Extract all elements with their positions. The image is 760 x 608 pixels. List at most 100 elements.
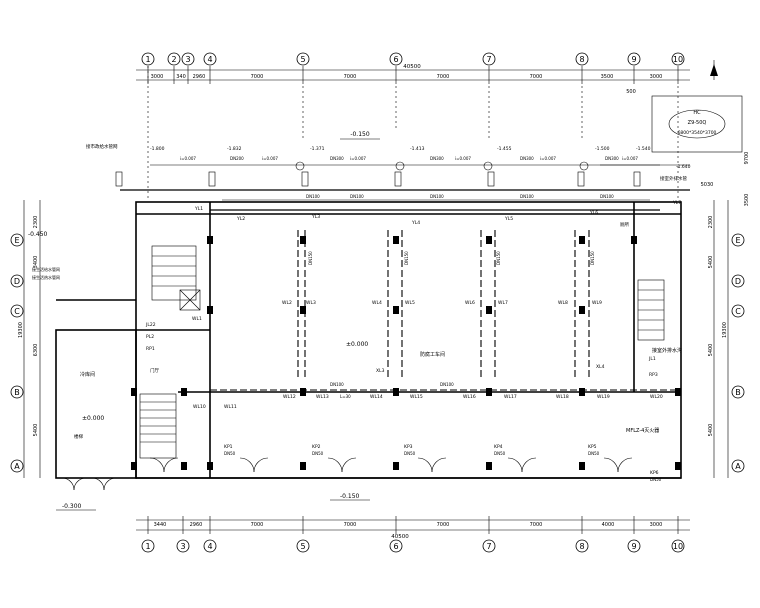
svg-text:-1.832: -1.832 bbox=[227, 146, 242, 152]
elevation-workshop: ±0.000 bbox=[346, 341, 368, 348]
svg-text:DN100: DN100 bbox=[520, 194, 534, 199]
svg-text:YL3: YL3 bbox=[311, 214, 320, 220]
svg-text:C: C bbox=[735, 307, 741, 316]
svg-text:9700: 9700 bbox=[744, 152, 750, 165]
outside-drain-label: 接室外排水沟 bbox=[652, 347, 682, 354]
svg-text:JL1: JL1 bbox=[648, 356, 656, 362]
elevation-top: -0.150 bbox=[350, 131, 370, 138]
svg-text:D: D bbox=[14, 277, 20, 286]
left-axis-bubbles: E D C B A 2300 3400 6300 5400 19300 bbox=[10, 200, 41, 478]
axis-bubble-bottom-8: 8 bbox=[575, 539, 589, 553]
svg-text:YL4: YL4 bbox=[411, 220, 420, 226]
axis-bubble-right-C: C bbox=[731, 304, 745, 318]
axis-bubble-left-E: E bbox=[10, 233, 24, 247]
svg-text:DN100: DN100 bbox=[430, 194, 444, 199]
svg-text:3000: 3000 bbox=[151, 74, 164, 80]
top-dimension-lines: 40500 3000 340 2960 7000 7000 7000 7000 … bbox=[136, 64, 690, 95]
svg-text:i=0.007: i=0.007 bbox=[455, 156, 471, 161]
svg-text:DN50: DN50 bbox=[494, 451, 506, 456]
svg-text:KP5: KP5 bbox=[588, 444, 597, 450]
axis-bubble-left-C: C bbox=[10, 304, 24, 318]
svg-text:DN100: DN100 bbox=[440, 382, 454, 387]
svg-text:7000: 7000 bbox=[530, 74, 543, 80]
axis-bubble-top-1: 1 bbox=[141, 52, 155, 66]
svg-text:WL9: WL9 bbox=[592, 300, 602, 306]
svg-text:DN50: DN50 bbox=[588, 451, 600, 456]
svg-text:WL16: WL16 bbox=[463, 394, 476, 400]
svg-text:L=30: L=30 bbox=[340, 394, 351, 399]
svg-text:DN300: DN300 bbox=[520, 156, 534, 161]
svg-text:3: 3 bbox=[185, 55, 190, 64]
axis-bubble-left-D: D bbox=[10, 274, 24, 288]
svg-text:3000: 3000 bbox=[650, 74, 663, 80]
svg-text:DN50: DN50 bbox=[224, 451, 236, 456]
svg-text:3500: 3500 bbox=[744, 194, 750, 207]
svg-text:DN300: DN300 bbox=[430, 156, 444, 161]
svg-text:RP3: RP3 bbox=[649, 372, 658, 378]
svg-text:DN300: DN300 bbox=[605, 156, 619, 161]
axis-bubble-top-4: 4 bbox=[203, 52, 217, 66]
svg-text:WL7: WL7 bbox=[498, 300, 508, 306]
svg-text:DN100: DN100 bbox=[330, 382, 344, 387]
svg-text:10: 10 bbox=[673, 55, 683, 64]
axis-bubble-bottom-5: 5 bbox=[296, 539, 310, 553]
svg-text:DN100: DN100 bbox=[600, 194, 614, 199]
svg-text:7000: 7000 bbox=[530, 522, 543, 528]
svg-text:JL22: JL22 bbox=[145, 322, 156, 328]
vertical-branch-pipes: DN150 DN150 DN150 DN150 bbox=[297, 230, 595, 380]
axis-bubble-bottom-10: 10 bbox=[671, 539, 685, 553]
svg-text:5: 5 bbox=[300, 542, 305, 551]
svg-text:7000: 7000 bbox=[344, 522, 357, 528]
svg-text:KP3: KP3 bbox=[404, 444, 413, 450]
svg-text:1: 1 bbox=[145, 55, 150, 64]
svg-text:A: A bbox=[735, 462, 741, 471]
svg-text:i=0.007: i=0.007 bbox=[540, 156, 556, 161]
svg-text:2300: 2300 bbox=[33, 216, 39, 229]
svg-text:2300: 2300 bbox=[708, 216, 714, 229]
svg-text:-1.413: -1.413 bbox=[410, 146, 425, 152]
svg-text:9: 9 bbox=[631, 542, 636, 551]
svg-text:5: 5 bbox=[300, 55, 305, 64]
axis-bubble-bottom-4: 4 bbox=[203, 539, 217, 553]
svg-text:楼梯: 楼梯 bbox=[74, 433, 83, 440]
svg-text:DN150: DN150 bbox=[404, 251, 409, 265]
svg-text:-1.455: -1.455 bbox=[497, 146, 512, 152]
svg-text:YL5: YL5 bbox=[504, 216, 513, 222]
axis-bubble-right-B: B bbox=[731, 385, 745, 399]
svg-text:DN50: DN50 bbox=[404, 451, 416, 456]
svg-text:3000: 3000 bbox=[650, 522, 663, 528]
bottom-total-dim: 40500 bbox=[391, 534, 409, 540]
svg-text:厕所: 厕所 bbox=[620, 221, 629, 228]
svg-text:D: D bbox=[735, 277, 741, 286]
svg-text:10: 10 bbox=[673, 542, 683, 551]
svg-text:XL3: XL3 bbox=[376, 368, 385, 374]
svg-text:WL3: WL3 bbox=[306, 300, 316, 306]
svg-text:5400: 5400 bbox=[708, 344, 714, 357]
svg-text:DN150: DN150 bbox=[308, 251, 313, 265]
axis-bubble-right-E: E bbox=[731, 233, 745, 247]
svg-text:3: 3 bbox=[180, 542, 185, 551]
svg-text:YL2: YL2 bbox=[236, 216, 245, 222]
svg-text:i=0.007: i=0.007 bbox=[622, 156, 638, 161]
svg-text:7: 7 bbox=[486, 55, 491, 64]
svg-text:-1.371: -1.371 bbox=[310, 146, 325, 152]
svg-text:8: 8 bbox=[579, 542, 584, 551]
svg-text:WL15: WL15 bbox=[410, 394, 423, 400]
top-axis-bubbles: 1 2 3 4 5 6 7 8 9 10 bbox=[141, 52, 685, 66]
svg-text:DN50: DN50 bbox=[312, 451, 324, 456]
svg-text:3500: 3500 bbox=[601, 74, 614, 80]
svg-text:19300: 19300 bbox=[722, 322, 728, 338]
axis-bubble-bottom-6: 6 bbox=[389, 539, 403, 553]
svg-text:A: A bbox=[14, 462, 20, 471]
svg-text:-0.300: -0.300 bbox=[62, 503, 82, 510]
svg-text:WL20: WL20 bbox=[650, 394, 663, 400]
svg-text:7000: 7000 bbox=[437, 522, 450, 528]
svg-text:接室外排水管: 接室外排水管 bbox=[660, 175, 687, 182]
workshop-label: 防腐工车间 bbox=[420, 351, 445, 358]
svg-text:WL13: WL13 bbox=[316, 394, 329, 400]
axis-bubble-top-9: 9 bbox=[627, 52, 641, 66]
svg-text:WL8: WL8 bbox=[558, 300, 568, 306]
bottom-dimension-lines: 3440 2960 7000 7000 7000 7000 4000 3000 … bbox=[136, 516, 690, 540]
svg-text:B: B bbox=[735, 388, 741, 397]
